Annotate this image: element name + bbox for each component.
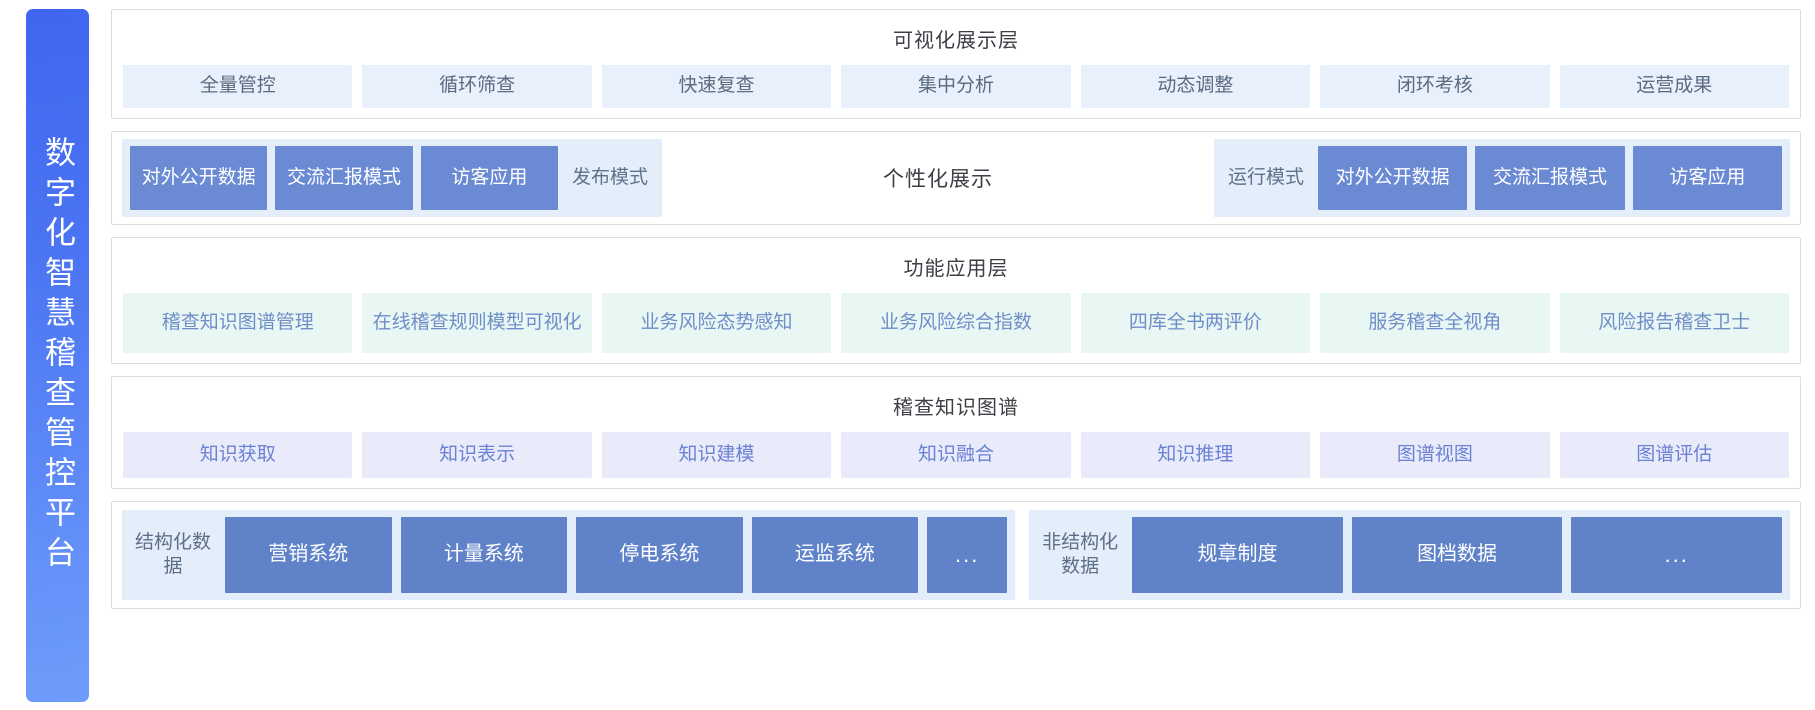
chip-business-risk-index[interactable]: 业务风险综合指数 [841,293,1071,353]
tray-publish-mode: 对外公开数据 交流汇报模式 访客应用 发布模式 [122,139,662,217]
chip-report-mode-right[interactable]: 交流汇报模式 [1475,146,1625,210]
group-unstructured-data: 非结构化数据 规章制度 图档数据 ... [1029,510,1790,600]
layer-function-application: 功能应用层 稽查知识图谱管理 在线稽查规则模型可视化 业务风险态势感知 业务风险… [111,237,1801,364]
chip-business-risk-situation[interactable]: 业务风险态势感知 [601,293,832,353]
chip-dynamic-adjustment[interactable]: 动态调整 [1080,65,1311,108]
chip-row-function-application: 稽查知识图谱管理 在线稽查规则模型可视化 业务风险态势感知 业务风险综合指数 四… [123,293,1789,353]
chip-cyclic-screening[interactable]: 循环筛查 [362,65,592,108]
layer-visualization: 可视化展示层 全量管控 循环筛查 快速复查 集中分析 动态调整 闭环考核 运营成… [111,9,1801,119]
chip-online-rule-model-visualization[interactable]: 在线稽查规则模型可视化 [362,293,592,353]
chip-risk-report-guard[interactable]: 风险报告稽查卫士 [1559,293,1789,353]
chip-outage-system[interactable]: 停电系统 [576,517,743,593]
chip-knowledge-reasoning[interactable]: 知识推理 [1080,432,1311,478]
tray-runtime-mode: 运行模式 对外公开数据 交流汇报模式 访客应用 [1214,139,1790,217]
chip-operational-results[interactable]: 运营成果 [1559,65,1789,108]
chip-graph-view[interactable]: 图谱视图 [1320,432,1550,478]
chip-metering-system[interactable]: 计量系统 [400,517,568,593]
chip-knowledge-representation[interactable]: 知识表示 [362,432,592,478]
personalized-display-label: 个性化展示 [883,168,993,191]
chip-marketing-system[interactable]: 营销系统 [225,517,392,593]
chip-centralized-analysis[interactable]: 集中分析 [841,65,1071,108]
label-unstructured-data: 非结构化数据 [1042,531,1119,577]
chip-siku-two-evaluations[interactable]: 四库全书两评价 [1080,293,1311,353]
chip-knowledge-modeling[interactable]: 知识建模 [601,432,832,478]
chip-knowledge-acquisition[interactable]: 知识获取 [123,432,353,478]
tray-row-presentation: 对外公开数据 交流汇报模式 访客应用 发布模式 个性化展示 运行模式 对外公开数… [122,139,1790,217]
chip-closed-loop-assessment[interactable]: 闭环考核 [1320,65,1550,108]
label-publish-mode: 发布模式 [571,166,648,188]
chip-row-visualization: 全量管控 循环筛查 快速复查 集中分析 动态调整 闭环考核 运营成果 [123,65,1789,108]
chip-operation-monitoring-system[interactable]: 运监系统 [751,517,919,593]
chip-visitor-app-left[interactable]: 访客应用 [420,146,558,210]
source-row: 结构化数据 营销系统 计量系统 停电系统 运监系统 ... 非结构化数据 规章制… [122,510,1790,600]
chip-more-structured[interactable]: ... [927,517,1008,593]
chip-rapid-review[interactable]: 快速复查 [601,65,832,108]
layer-title-visualization: 可视化展示层 [893,30,1019,52]
layer-stack: 可视化展示层 全量管控 循环筛查 快速复查 集中分析 动态调整 闭环考核 运营成… [111,9,1801,702]
platform-title-bar: 数字化智慧稽查管控平台 [26,9,89,702]
chip-graph-evaluation[interactable]: 图谱评估 [1559,432,1789,478]
chip-drawing-archive-data[interactable]: 图档数据 [1351,517,1563,593]
chip-full-control[interactable]: 全量管控 [123,65,353,108]
chip-kg-management[interactable]: 稽查知识图谱管理 [123,293,353,353]
chip-public-data-left[interactable]: 对外公开数据 [130,146,268,210]
layer-knowledge-graph: 稽查知识图谱 知识获取 知识表示 知识建模 知识融合 知识推理 图谱视图 图谱评… [111,376,1801,489]
platform-title: 数字化智慧稽查管控平台 [40,135,75,576]
chip-service-audit-full-view[interactable]: 服务稽查全视角 [1320,293,1550,353]
chip-rules-and-regulations[interactable]: 规章制度 [1132,517,1343,593]
chip-visitor-app-right[interactable]: 访客应用 [1632,146,1782,210]
layer-presentation-modes: 对外公开数据 交流汇报模式 访客应用 发布模式 个性化展示 运行模式 对外公开数… [111,131,1801,225]
label-structured-data: 结构化数据 [134,531,211,577]
group-structured-data: 结构化数据 营销系统 计量系统 停电系统 运监系统 ... [122,510,1016,600]
chip-public-data-right[interactable]: 对外公开数据 [1318,146,1468,210]
layer-title-function-application: 功能应用层 [903,258,1009,280]
chip-knowledge-fusion[interactable]: 知识融合 [841,432,1071,478]
chip-report-mode-left[interactable]: 交流汇报模式 [275,146,413,210]
label-runtime-mode: 运行模式 [1227,166,1304,188]
layer-data-sources: 结构化数据 营销系统 计量系统 停电系统 运监系统 ... 非结构化数据 规章制… [111,501,1801,609]
chip-more-unstructured[interactable]: ... [1571,517,1782,593]
personalized-display-panel: 个性化展示 [662,139,1214,217]
chip-row-knowledge-graph: 知识获取 知识表示 知识建模 知识融合 知识推理 图谱视图 图谱评估 [123,432,1789,478]
layer-title-knowledge-graph: 稽查知识图谱 [893,397,1019,419]
